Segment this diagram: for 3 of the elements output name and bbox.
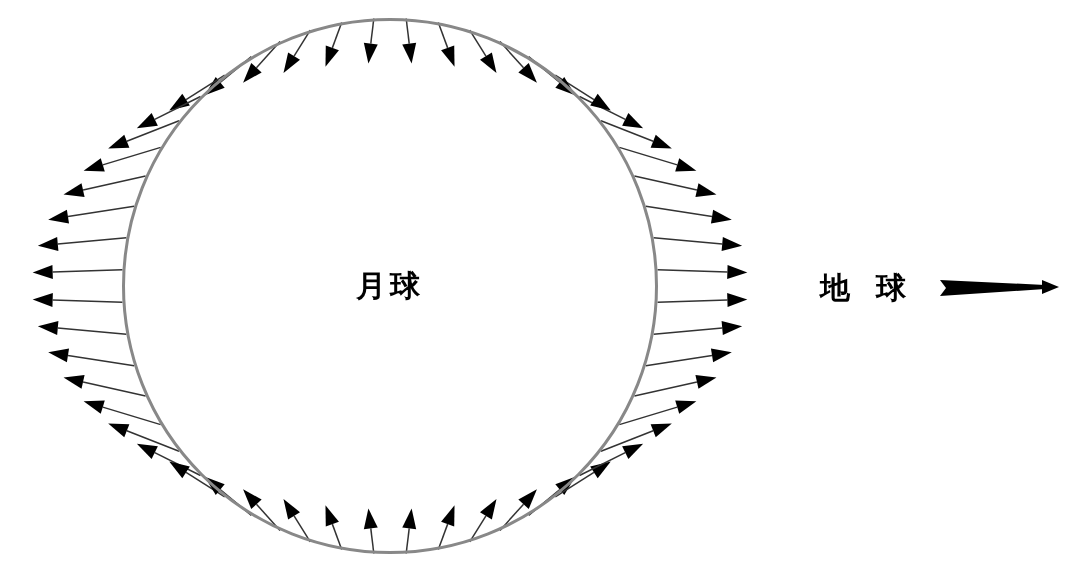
earth-label: 地球 <box>820 269 932 307</box>
moon-circle <box>122 18 658 554</box>
node-label: 月球 <box>356 266 424 305</box>
